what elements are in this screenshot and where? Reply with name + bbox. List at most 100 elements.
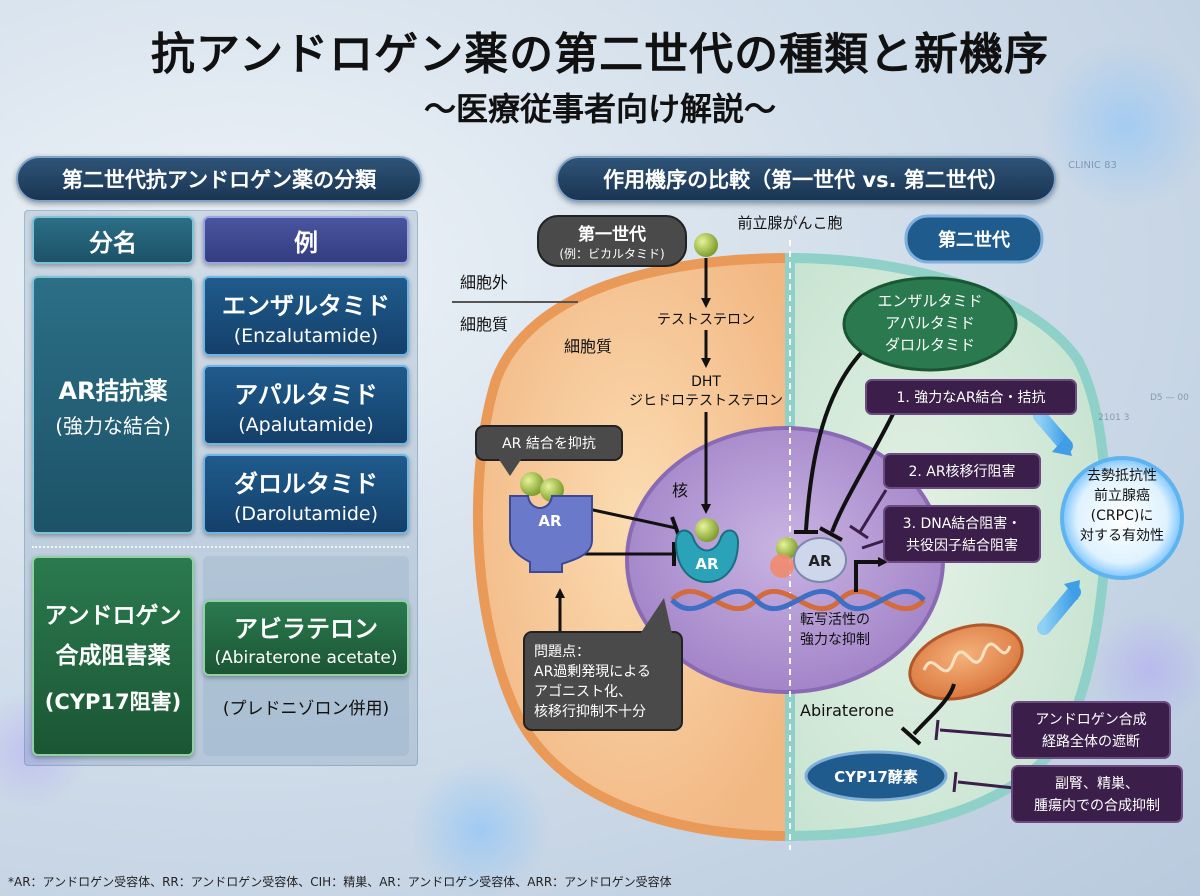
dna-helix [670,588,926,612]
mech3-box [883,505,1041,563]
drug-en-name: (Abiraterone acetate) [214,647,398,668]
header-example-text: 例 [294,228,318,257]
mech3-text: 共役因子結合阻害 [906,538,1018,554]
first-gen-example: (例：ビカルタミド) [559,247,664,261]
dna-strand [670,588,926,612]
problem-text: AR過剰発現による [534,664,651,680]
first-gen-label-box [537,215,687,267]
page-subtitle: 〜医療従事者向け解説〜 [423,90,776,128]
ligand-bound [776,537,798,559]
second-gen-drug-name: アパルタミド [885,314,975,332]
drug-en-name: (Darolutamide) [233,502,379,525]
first-gen-pathway [555,258,711,634]
crpc-text: 前立腺癌 [1094,487,1150,504]
drug-enzalutamide: エンザルタミド (Enzalutamide) [203,276,409,356]
ar-block-callout-box [475,425,623,461]
first-gen-label: 第一世代 [578,224,646,245]
problem-callout-tail [640,598,672,634]
synthesis-sites-text: 副腎、精巣、 [1055,776,1139,792]
second-gen-drug-name: エンザルタミド [877,292,982,310]
crpc-text: 対する有効性 [1080,528,1164,544]
inhibit-bar [934,719,940,741]
header-class-name: 分名 [32,216,194,264]
header-class-name-text: 分名 [89,228,137,257]
ar-label-nucleus: AR [695,555,719,573]
header-example: 例 [203,216,409,264]
ar-label-second-gen: AR [808,552,832,570]
inhibit-bar [849,524,869,540]
mechanism-heading-text: 作用機序の比較（第一世代 vs. 第二世代） [603,168,1009,192]
nucleus-label: 核 [672,481,688,500]
inhibit-line-mech3 [861,538,887,550]
mitochondrion [908,623,1024,701]
drug-jp-name: ダロルタミド [234,469,378,498]
watermark-text: CLINIC 83 [1068,160,1117,171]
mech1-box [865,379,1077,415]
cofactor [770,554,794,578]
mitochondrion-cristae [922,642,1012,673]
transcription-text: 転写活性の [800,612,870,628]
footnote: *AR：アンドロゲン受容体、RR：アンドロゲン受容体、CIH：精巣、AR：アンド… [8,875,672,889]
ligand-top [694,233,718,257]
second-gen-drugs-box [842,276,1018,372]
crpc-text: (CRPC)に [1091,508,1154,524]
ar-block-callout-text: AR 結合を抑抗 [502,436,596,452]
cytoplasm-outer-label: 細胞質 [460,315,508,334]
ar-receptor-first-gen-nucleus [674,529,740,584]
ar-antagonist-label: AR拮抗薬 [58,377,168,405]
drug-jp-name: エンザルタミド [222,291,390,320]
synthesis-sites-box [1011,765,1183,823]
ar-block-callout-tail [498,458,522,476]
second-gen-inhibition [794,340,896,592]
problem-box [523,631,683,731]
cyp17-box [804,750,948,802]
watermark-text: D5 — 00 [1150,393,1189,403]
cell-label: 前立腺がんこ胞 [737,214,842,232]
problem-text: 問題点： [534,644,590,660]
crpc-efficacy-circle [1060,456,1184,580]
problem-text: アゴニスト化、 [534,683,632,700]
drug-en-name: (Enzalutamide) [233,324,379,347]
ar-receptor-second-gen [793,537,847,583]
drug-jp-name: アビラテロン [234,614,378,643]
pathway-block-box [1011,701,1171,759]
page-title: 抗アンドロゲン薬の第二世代の種類と新機序 [150,29,1050,80]
inhibit-bar [952,771,958,793]
mech2-text: 2. AR核移行阻害 [908,464,1015,480]
classification-heading-text: 第二世代抗アンドロゲン薬の分類 [61,168,377,192]
mech3-text: 3. DNA結合阻害・ [903,516,1022,532]
drug-en-name: (Apalutamide) [238,413,374,436]
testosterone-label: テストステロン [657,312,755,328]
transcription-text: 強力な抑制 [800,632,870,648]
ar-label-cytoplasm: AR [538,512,562,530]
synthesis-inhibitor-group: アンドロゲン 合成阻害薬 (CYP17阻害) [32,556,194,756]
drug-darolutamide: ダロルタミド (Darolutamide) [203,454,409,534]
ligand-bound [695,518,719,542]
inhibit-line-abiraterone [912,683,956,736]
inhibit-line-sites [957,780,1015,790]
arrow-to-crpc-lower-head [1064,580,1080,600]
mechanism-heading: 作用機序の比較（第一世代 vs. 第二世代） [556,156,1056,202]
synthesis-label-1: アンドロゲン [44,603,182,629]
drug-abiraterone: アビラテロン (Abiraterone acetate) [203,600,409,676]
pathway-block-text: アンドロゲン合成 [1035,712,1146,728]
cytoplasm-inner-label: 細胞質 [564,337,612,356]
drug-jp-name: アパルタミド [234,380,378,409]
classification-heading: 第二世代抗アンドロゲン薬の分類 [16,156,422,202]
pathway-block-text: 経路全体の遮断 [1042,733,1140,750]
synthesis-label-2: 合成阻害薬 [55,643,171,669]
problem-text: 核移行抑制不十分 [534,704,646,720]
synthesis-sites-text: 腫瘍内での合成抑制 [1034,797,1160,814]
abiraterone-label: Abiraterone [800,701,894,720]
inhibit-line-upper [583,506,677,530]
dht-label: DHT [691,374,721,390]
inhibit-bar [819,526,843,542]
ar-receptor-first-gen-cytoplasm [509,495,593,573]
dht-full-label: ジヒドロテストステロン [629,393,783,409]
inhibit-line-drugs-2 [830,411,896,533]
second-gen-label: 第二世代 [938,229,1010,251]
ligand-bound [520,472,544,496]
ar-antagonist-group: AR拮抗薬 (強力な結合) [32,276,194,534]
arrow-to-crpc-upper-head [1052,436,1072,456]
